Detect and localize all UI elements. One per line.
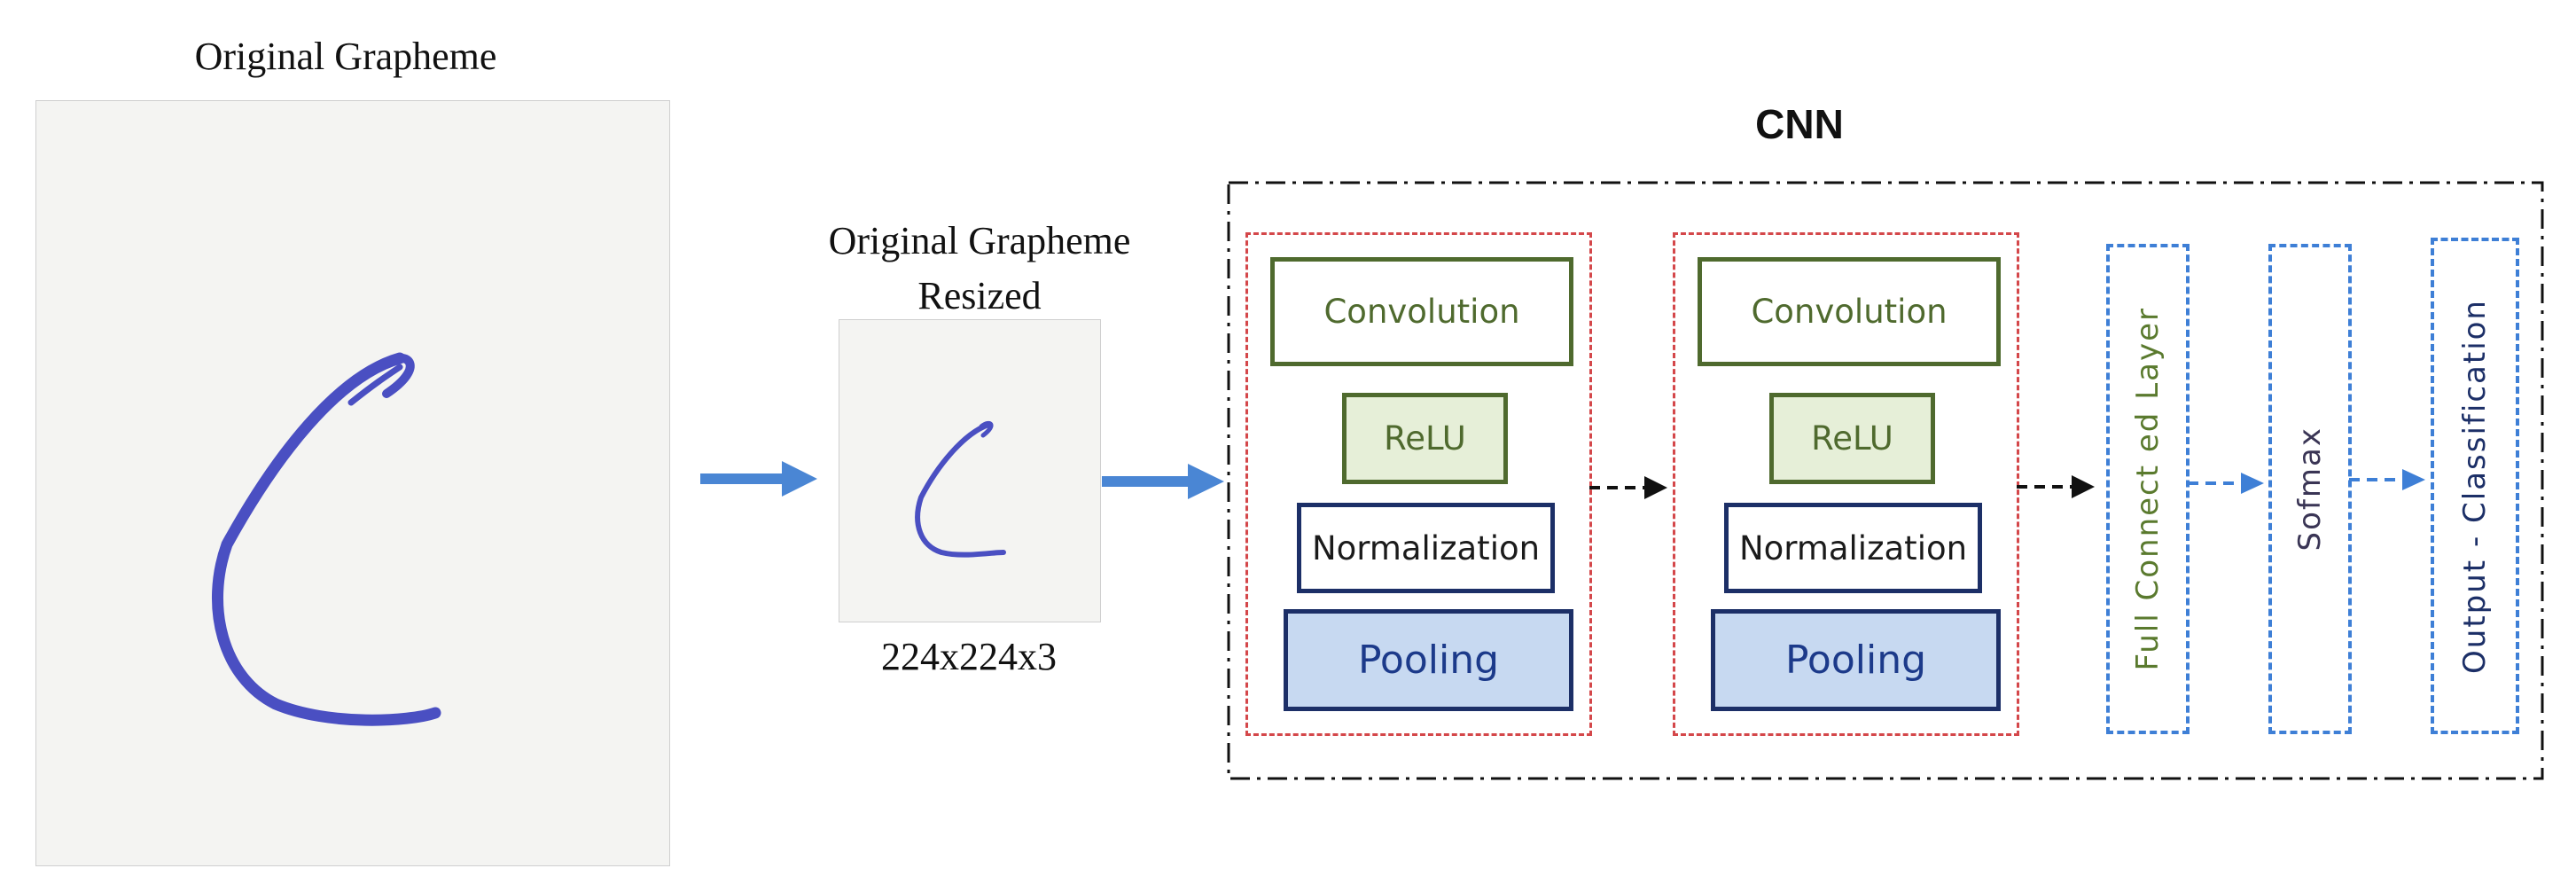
normalization-layer-2: Normalization <box>1724 503 1982 593</box>
relu-layer-2: ReLU <box>1769 393 1935 484</box>
cnn-title: CNN <box>1755 101 1844 147</box>
convolution-layer-2: Convolution <box>1698 257 2001 366</box>
arrow-fc-to-softmax <box>2188 473 2264 494</box>
resized-grapheme-image <box>839 319 1101 622</box>
normalization-layer-1: Normalization <box>1297 503 1555 593</box>
cnn-frame <box>1227 181 2544 780</box>
arrow-block1-to-block2 <box>1589 476 1667 499</box>
softmax-layer: Sofmax <box>2268 244 2352 734</box>
arrow-block2-to-fc <box>2017 475 2095 498</box>
convolution-layer-1: Convolution <box>1270 257 1573 366</box>
output-classification-label: Output - Classification <box>2457 298 2493 674</box>
resized-dimensions-label: 224x224x3 <box>881 634 1057 678</box>
softmax-label: Sofmax <box>2292 426 2328 552</box>
resized-grapheme-label-line1: Original Grapheme <box>828 218 1131 262</box>
arrow-softmax-to-output <box>2349 469 2425 490</box>
relu-layer-1: ReLU <box>1342 393 1508 484</box>
pooling-layer-2: Pooling <box>1711 609 2001 711</box>
original-grapheme-image <box>35 100 670 866</box>
original-grapheme-label: Original Grapheme <box>194 34 497 78</box>
conv-block-1 <box>1245 232 1592 736</box>
arrow-to-cnn <box>1102 464 1224 499</box>
arrow-to-resized <box>700 461 817 497</box>
conv-block-2 <box>1673 232 2019 736</box>
fully-connected-label: Full Connect ed Layer <box>2130 307 2166 671</box>
fully-connected-layer: Full Connect ed Layer <box>2106 244 2190 734</box>
output-classification-layer: Output - Classification <box>2431 238 2519 734</box>
resized-grapheme-label-line2: Resized <box>917 273 1042 317</box>
pooling-layer-1: Pooling <box>1284 609 1573 711</box>
